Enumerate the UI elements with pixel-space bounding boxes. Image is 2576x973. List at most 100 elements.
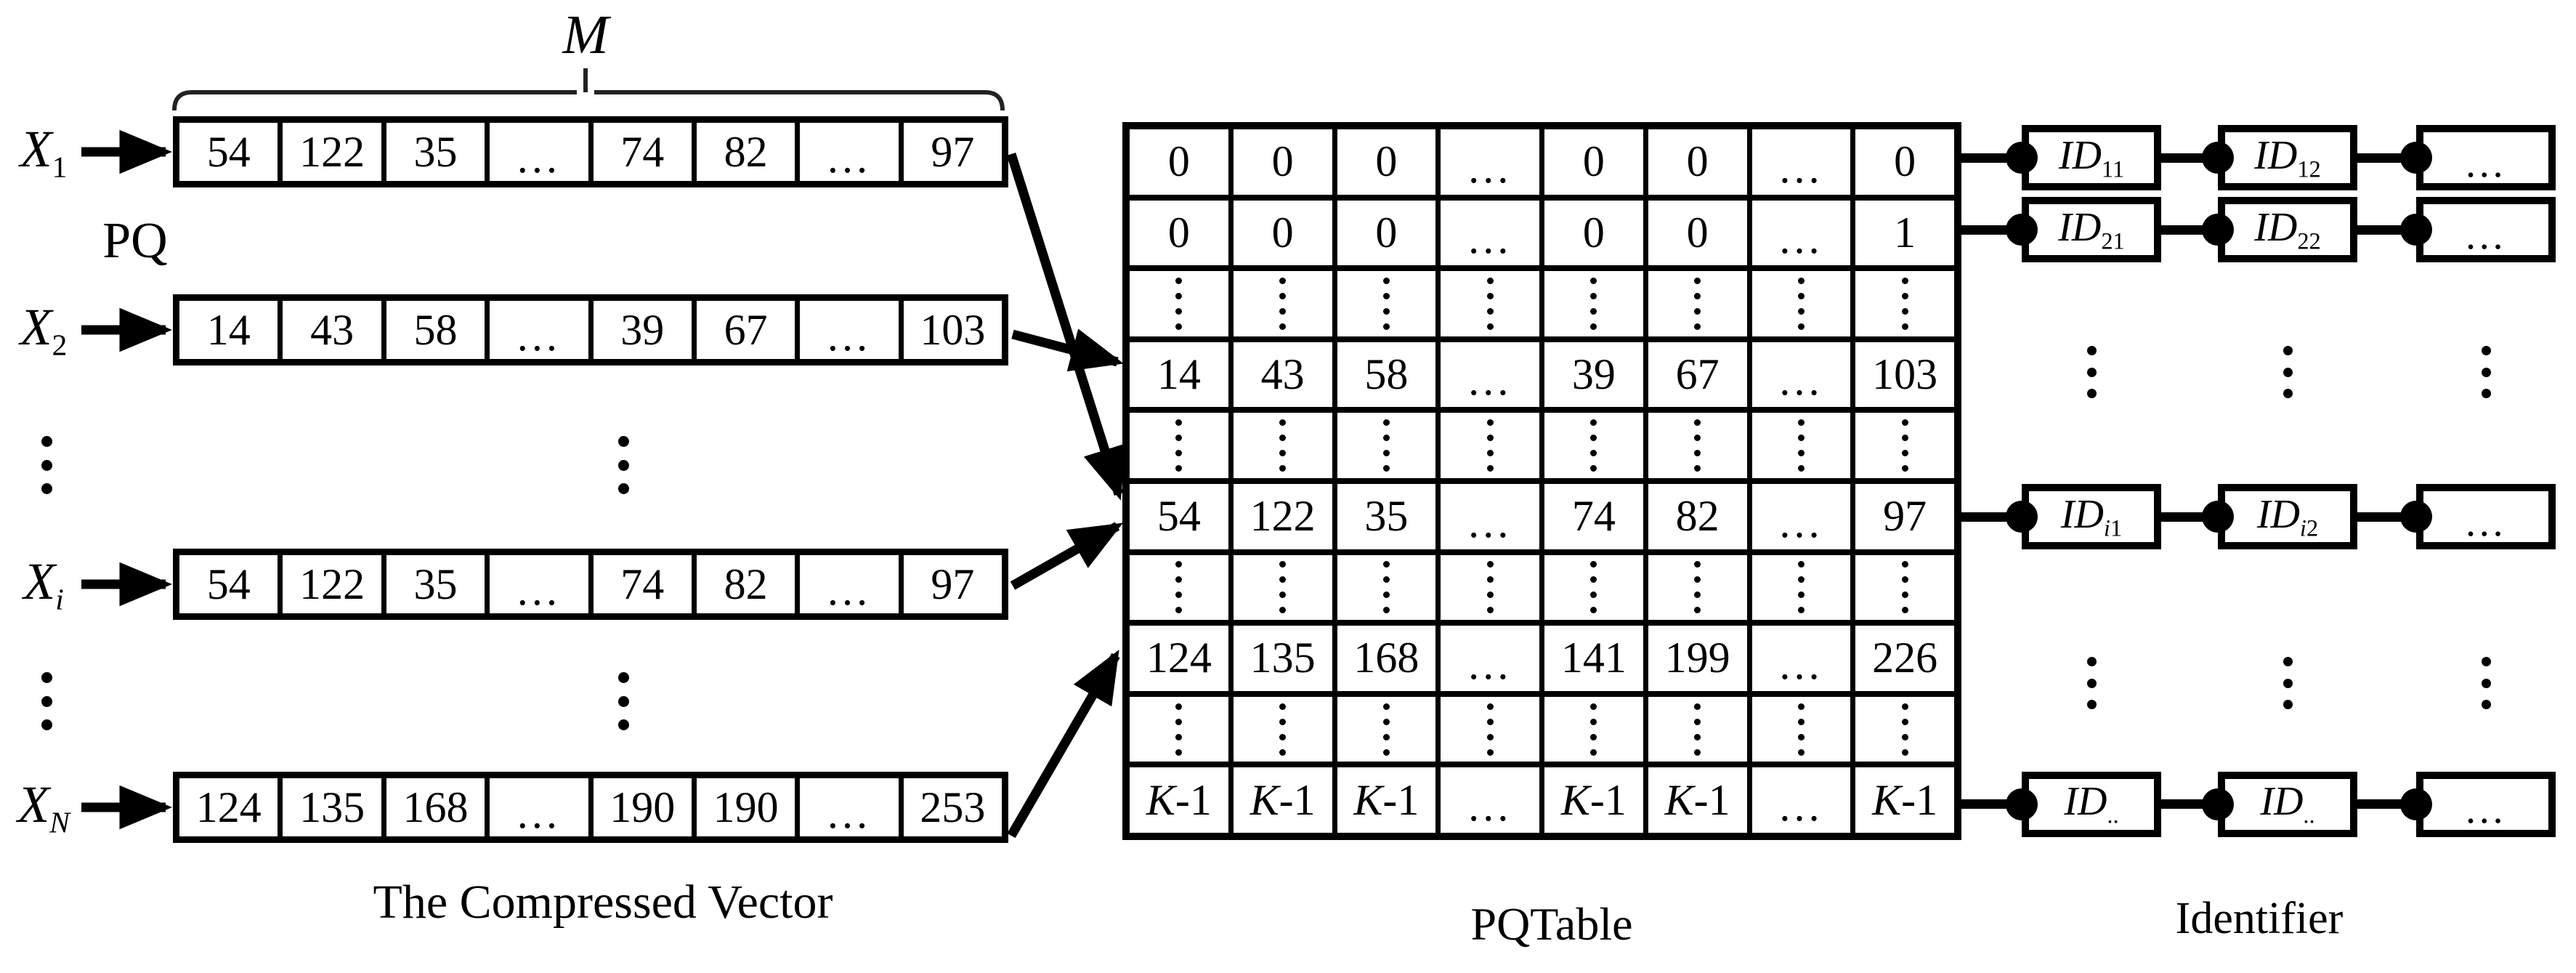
link-dot xyxy=(2202,501,2234,533)
pqtable-cell xyxy=(1228,271,1332,336)
compressed-vector-caption: The Compressed Vector xyxy=(373,876,833,929)
pqtable-cell: K-1 xyxy=(1643,767,1747,833)
id-node: … xyxy=(2416,125,2556,191)
pqtable-cell: 0 xyxy=(1332,200,1436,266)
pqtable-cell: 1 xyxy=(1850,200,1954,266)
vector-cell: … xyxy=(485,123,588,182)
link-dot xyxy=(2202,142,2234,174)
pqtable-cell xyxy=(1435,554,1539,621)
table-vdots xyxy=(1797,703,1805,756)
table-vdots xyxy=(1901,419,1908,472)
identifier-ellipsis-dots xyxy=(2481,657,2491,709)
pqtable-row xyxy=(1130,265,1954,336)
pqtable-cell xyxy=(1332,554,1436,621)
id-node: IDi1 xyxy=(2022,484,2161,550)
vector-label: XN xyxy=(17,775,70,840)
pqtable-cell: … xyxy=(1746,342,1851,408)
link-dot xyxy=(2400,788,2432,820)
id-node: … xyxy=(2416,771,2556,837)
table-vdots xyxy=(1486,561,1494,614)
pqtable-cell: 0 xyxy=(1539,200,1643,266)
pqtable-cell xyxy=(1643,696,1747,762)
pqtable-cell xyxy=(1850,554,1954,621)
vector-cell: … xyxy=(485,778,588,837)
link-dot xyxy=(2006,214,2038,246)
pqtable-cell xyxy=(1435,271,1539,336)
table-vdots xyxy=(1797,561,1805,614)
pqtable-cell: 0 xyxy=(1228,129,1332,195)
pqtable-cell: 0 xyxy=(1539,129,1643,195)
pqtable-cell: 0 xyxy=(1643,129,1747,195)
vector-cell: … xyxy=(795,778,898,837)
pqtable-row xyxy=(1130,407,1954,478)
pqtable-cell xyxy=(1539,413,1643,478)
table-vdots xyxy=(1486,277,1494,330)
table-vdots xyxy=(1590,561,1597,614)
link-dot xyxy=(2006,501,2038,533)
arrow-xn-to-pqtable-row8 xyxy=(1007,650,1120,839)
pqtable-cell xyxy=(1130,555,1228,621)
table-vdots xyxy=(1901,561,1908,614)
pqtable-cell xyxy=(1435,413,1539,478)
pqtable-cell xyxy=(1850,271,1954,336)
link-dot xyxy=(2400,214,2432,246)
arrow-xi-to-pqtable-row6 xyxy=(1010,522,1123,590)
table-vdots xyxy=(1175,561,1183,614)
pqtable-cell xyxy=(1539,271,1643,336)
table-vdots xyxy=(1901,277,1908,330)
pqtable-cell xyxy=(1539,696,1643,762)
pqtable-cell: 0 xyxy=(1167,208,1190,257)
pqtable-cell xyxy=(1332,696,1436,762)
vector-cell: … xyxy=(795,301,898,360)
pqtable-cell xyxy=(1130,271,1228,336)
link-dot xyxy=(2400,501,2432,533)
pqtable-cell: … xyxy=(1435,767,1539,833)
pqtable-cell: K-1 xyxy=(1539,767,1643,833)
id-node: ID.. xyxy=(2218,771,2357,837)
pqtable-cell xyxy=(1332,413,1436,478)
pqtable-cell: … xyxy=(1746,483,1851,549)
link-dot xyxy=(2006,788,2038,820)
table-vdots xyxy=(1279,561,1287,614)
pqtable-cell: … xyxy=(1435,483,1539,549)
table-vdots xyxy=(1279,277,1287,330)
table-vdots xyxy=(1797,277,1805,330)
pqtable-cell xyxy=(1228,554,1332,621)
pqtable-cell: … xyxy=(1435,129,1539,195)
pqtable-cell xyxy=(1130,413,1228,478)
pqtable-cell: … xyxy=(1435,200,1539,266)
vector-label: X2 xyxy=(20,297,68,363)
table-vdots xyxy=(1694,419,1701,472)
vector-label: X1 xyxy=(20,119,68,185)
pq-label: PQ xyxy=(102,213,168,269)
id-node: IDi2 xyxy=(2218,484,2357,550)
table-vdots xyxy=(1797,419,1805,472)
